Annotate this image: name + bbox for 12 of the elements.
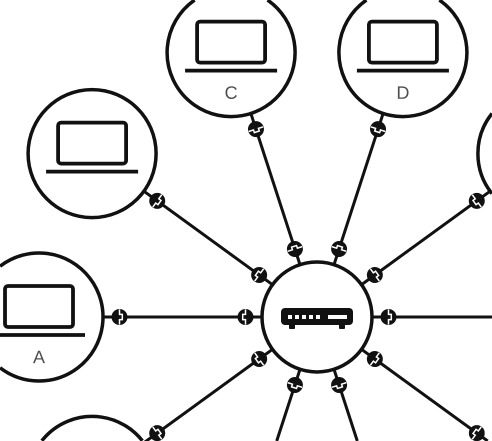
device-circle (26, 88, 158, 220)
link-line (372, 316, 492, 318)
link-line (360, 190, 492, 286)
link-line (249, 113, 302, 266)
link-line (360, 348, 489, 441)
link-line (332, 368, 359, 441)
link-line (332, 113, 385, 266)
hub-circle (260, 260, 374, 374)
link-line (275, 368, 302, 441)
link-line (143, 190, 274, 286)
link-line (143, 348, 274, 441)
link-line (103, 316, 262, 318)
